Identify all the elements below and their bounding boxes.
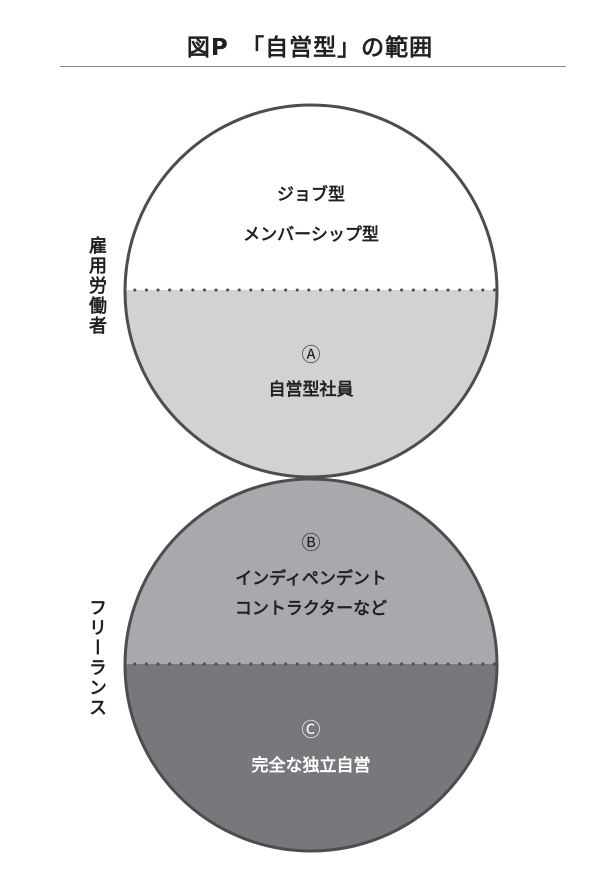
freelance-side-label: フリーランス bbox=[86, 598, 107, 718]
self-employed-staff-label: 自営型社員 bbox=[268, 380, 354, 400]
figure-title: 図P 「自営型」の範囲 bbox=[186, 35, 434, 61]
job-type-label: ジョブ型 bbox=[277, 185, 345, 205]
title-divider bbox=[60, 66, 566, 67]
bottom-circle-outline bbox=[123, 477, 499, 853]
mark-c: Ⓒ bbox=[301, 719, 321, 741]
employees-side-label: 雇用労働者 bbox=[86, 236, 107, 336]
mark-a: Ⓐ bbox=[301, 344, 321, 366]
fully-independent-label: 完全な独立自営 bbox=[251, 756, 371, 776]
independent-label: インディペンデント bbox=[235, 569, 387, 589]
contractor-label: コントラクターなど bbox=[234, 599, 388, 619]
membership-type-label: メンバーシップ型 bbox=[243, 225, 379, 245]
mark-b: Ⓑ bbox=[301, 532, 321, 554]
top-circle-outline bbox=[123, 103, 499, 479]
